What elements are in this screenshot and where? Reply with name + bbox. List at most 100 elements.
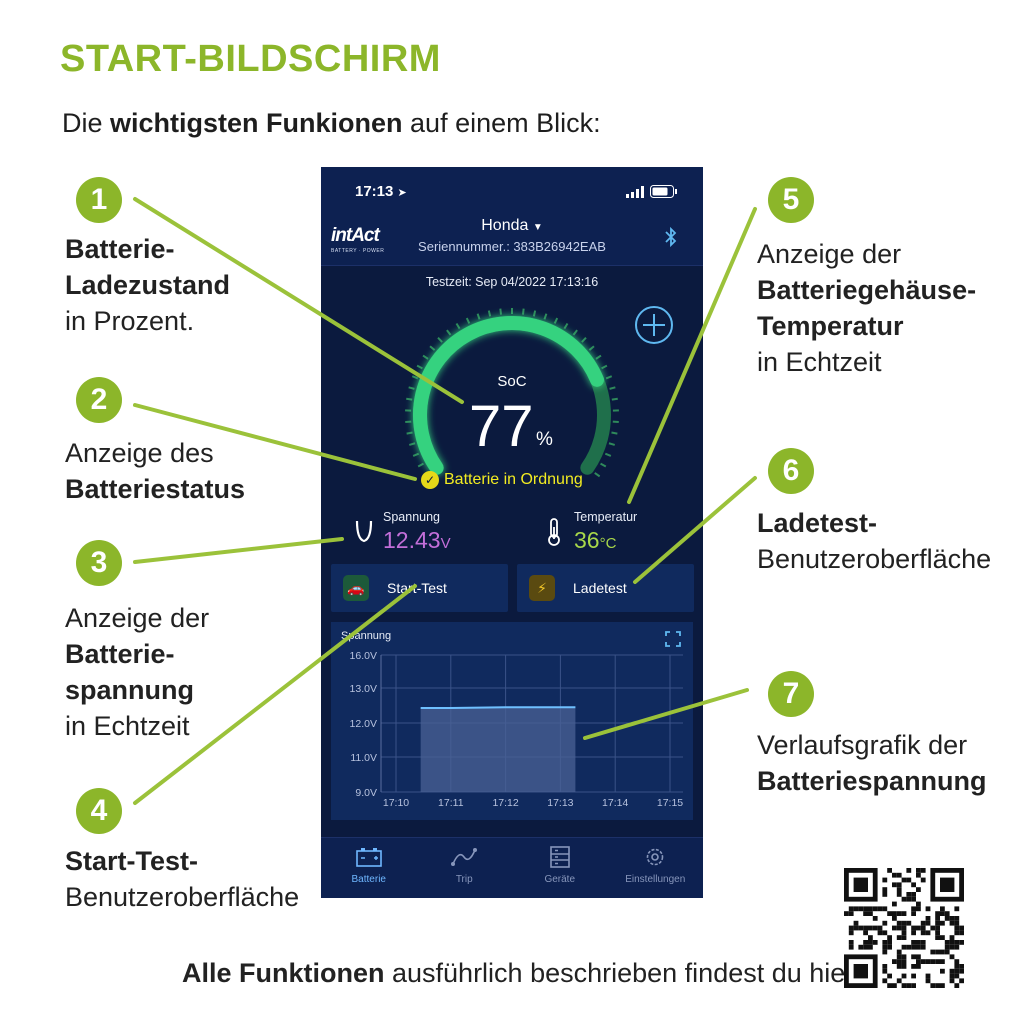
chart-ytick-label: 13.0V: [350, 683, 377, 695]
signal-icon: [626, 186, 644, 198]
annotation-2-line-1: Anzeige des: [65, 438, 214, 468]
qr-module: [901, 925, 907, 931]
qr-module: [911, 930, 916, 936]
phone-screen: 17:13 ➤ intAct BATTERY · POWER Honda ▼ S…: [321, 167, 703, 898]
temperature-value: 36: [574, 527, 600, 553]
bluetooth-icon[interactable]: [663, 225, 679, 249]
qr-module: [892, 911, 897, 916]
qr-module: [925, 978, 931, 984]
qr-module: [882, 940, 888, 945]
annotation-4-line-1: Start-Test-: [65, 846, 199, 876]
qr-module: [954, 968, 960, 974]
qr-module: [925, 916, 931, 921]
qr-module: [935, 949, 940, 955]
qr-module: [896, 887, 902, 892]
leader-line-3: [133, 537, 344, 564]
start-test-button[interactable]: 🚗 Start-Test: [331, 564, 508, 612]
annotation-3-line-1: Anzeige der: [65, 603, 210, 633]
tab-einstellungen[interactable]: Einstellungen: [608, 838, 704, 898]
gauge-tick: [581, 337, 587, 343]
chart-ytick-label: 11.0V: [350, 752, 377, 764]
qr-module: [925, 906, 931, 912]
qr-module: [944, 940, 950, 945]
fullscreen-icon[interactable]: [665, 631, 681, 647]
qr-module: [920, 920, 926, 926]
qr-module: [853, 925, 859, 931]
qr-module: [916, 940, 921, 945]
tab-batterie-label: Batterie: [351, 874, 386, 885]
voltage-reading: 12.43V: [383, 527, 451, 554]
qr-module: [954, 930, 960, 936]
chart-xtick-label: 17:13: [547, 797, 573, 809]
qr-module: [906, 877, 912, 883]
qr-module: [872, 906, 878, 912]
annotation-2-line-2: Batteriestatus: [65, 474, 246, 504]
qr-module: [954, 959, 960, 964]
charge-test-button[interactable]: ⚡ Ladetest: [517, 564, 694, 612]
qr-module: [887, 983, 892, 988]
badge-6: 6: [768, 448, 814, 494]
temperature-reading: 36°C: [574, 527, 616, 554]
qr-module: [896, 920, 902, 926]
gauge-tick: [608, 442, 616, 446]
qr-module: [911, 882, 916, 888]
qr-module: [925, 930, 931, 936]
tab-batterie[interactable]: Batterie: [321, 838, 417, 898]
qr-module: [920, 930, 926, 936]
annotation-1-line-1: Batterie-: [65, 234, 175, 264]
subtitle-pre: Die: [62, 108, 111, 138]
qr-module: [949, 968, 955, 974]
qr-module: [848, 925, 854, 931]
chart-xtick-label: 17:15: [657, 797, 683, 809]
qr-module: [858, 944, 864, 950]
qr-module: [935, 925, 940, 931]
qr-module: [959, 964, 964, 969]
gauge-tick: [476, 313, 481, 320]
badge-3: 3: [76, 540, 122, 586]
footer-rest: ausführlich beschrieben findest du hier:: [384, 958, 862, 988]
qr-module: [954, 944, 960, 950]
qr-module: [896, 964, 902, 969]
qr-module: [858, 906, 864, 912]
annotation-7-line-2: Batteriespannung: [757, 766, 987, 796]
gauge-tick: [416, 364, 423, 370]
qr-module: [853, 906, 859, 912]
voltage-icon: [355, 520, 373, 543]
chevron-down-icon: ▼: [532, 222, 543, 233]
gauge-tick: [595, 354, 602, 360]
annotation-3-text: Anzeige der Batterie- spannung in Echtze…: [65, 600, 209, 744]
status-bar: 17:13 ➤: [321, 167, 703, 215]
qr-code[interactable]: [844, 868, 964, 988]
qr-module: [916, 964, 921, 969]
qr-module: [877, 925, 883, 931]
qr-module: [954, 973, 960, 979]
annotation-5-line-4: in Echtzeit: [757, 347, 882, 377]
tab-geraete[interactable]: Geräte: [512, 838, 608, 898]
device-name: Honda: [481, 217, 529, 234]
annotation-3-line-3: spannung: [65, 675, 194, 705]
qr-module: [940, 920, 945, 926]
qr-module: [940, 983, 945, 988]
soc-value: 77: [469, 394, 534, 459]
qr-module: [906, 868, 912, 873]
qr-module: [872, 940, 878, 945]
qr-module: [959, 978, 964, 984]
trip-icon: [451, 848, 478, 866]
qr-module: [949, 940, 955, 945]
start-test-label: Start-Test: [387, 580, 447, 596]
qr-module: [896, 882, 902, 888]
annotation-3-line-4: in Echtzeit: [65, 711, 190, 741]
qr-module: [954, 983, 960, 988]
qr-module: [896, 925, 902, 931]
qr-module: [911, 892, 916, 897]
qr-module: [906, 944, 912, 950]
gauge-tick: [605, 375, 613, 380]
qr-module: [920, 940, 926, 945]
gauge-tick: [532, 310, 537, 317]
device-selector[interactable]: Honda ▼: [321, 217, 703, 235]
qr-module: [887, 944, 892, 950]
tab-trip[interactable]: Trip: [417, 838, 513, 898]
add-icon[interactable]: [633, 304, 675, 346]
gauge-tick: [553, 317, 559, 324]
qr-module: [896, 949, 902, 955]
